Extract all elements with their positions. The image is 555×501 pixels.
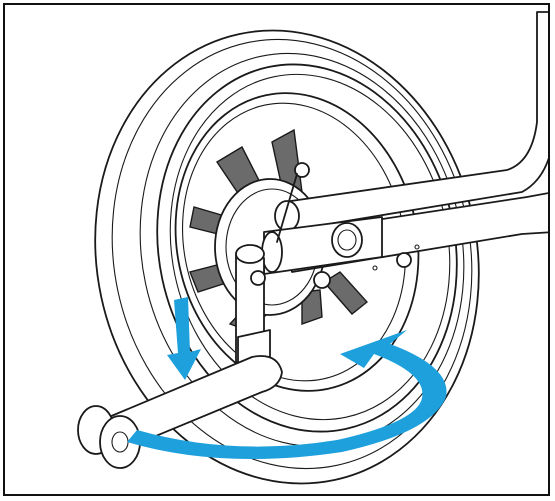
stand-post (235, 244, 271, 369)
axle-nut-inner (337, 229, 357, 251)
illustration-frame (3, 3, 550, 496)
rivet (372, 265, 378, 271)
brake-cable (276, 173, 298, 243)
frame-tubes (261, 11, 548, 289)
post-cap (235, 244, 265, 264)
stand-arm (77, 355, 283, 469)
stand-arm-tube (96, 355, 283, 451)
brake-bolt (294, 162, 310, 178)
post-bolt (250, 270, 266, 286)
rivet (414, 244, 420, 250)
wheel-assembly-illustration (77, 11, 548, 485)
curved-rotation-arrow-icon (127, 330, 447, 460)
axle-nut (331, 222, 363, 258)
upper-frame-tube (283, 11, 548, 231)
bolt (313, 271, 331, 289)
bolt (396, 252, 412, 268)
down-arrow-icon (167, 297, 201, 380)
